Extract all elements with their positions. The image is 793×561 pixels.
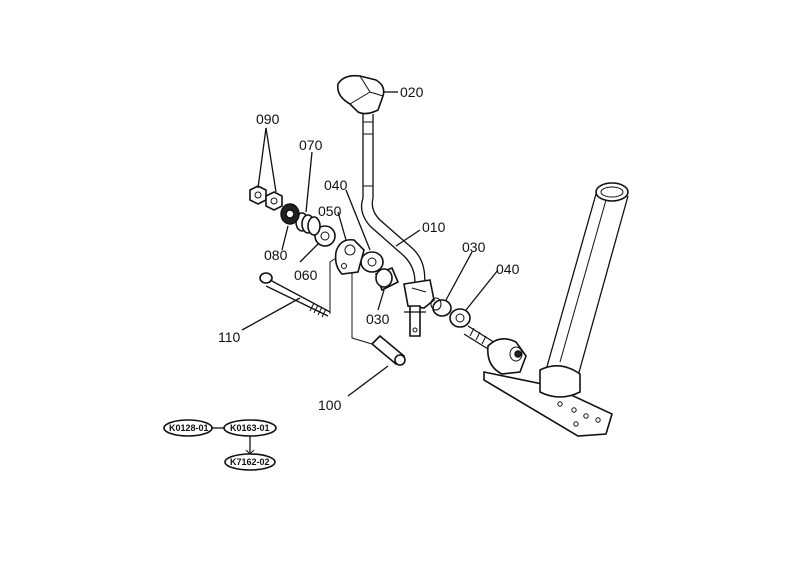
pin-100 (370, 334, 406, 366)
guide-tube (539, 182, 629, 398)
part-labels: 020 090 070 040 050 010 080 030 040 060 … (218, 84, 520, 413)
collar-030-right (430, 297, 452, 317)
ref-code-k0128: K0128-01 (169, 423, 209, 433)
washer-040-left (360, 251, 384, 273)
collar-030-left (374, 266, 400, 292)
label-050: 050 (318, 203, 342, 219)
washer-080 (280, 203, 300, 225)
spring-070 (295, 212, 321, 236)
ref-code-k0163: K0163-01 (230, 423, 270, 433)
shift-knob (336, 74, 385, 115)
label-070: 070 (299, 137, 323, 153)
bolt-110 (259, 272, 331, 318)
label-030-right: 030 (462, 239, 486, 255)
label-110: 110 (218, 329, 241, 345)
bolt-axis-line (329, 257, 337, 314)
lever-shaft (360, 114, 435, 337)
label-020: 020 (400, 84, 424, 100)
label-040-right: 040 (496, 261, 520, 277)
label-030-left: 030 (366, 311, 390, 327)
washer-040-right (449, 308, 471, 328)
label-080: 080 (264, 247, 288, 263)
label-040-left: 040 (324, 177, 348, 193)
label-010: 010 (422, 219, 446, 235)
reference-code-tree: K0128-01 K0163-01 K7162-02 (163, 419, 277, 471)
washer-060 (314, 225, 336, 247)
label-060: 060 (294, 267, 318, 283)
label-090: 090 (256, 111, 280, 127)
nuts-090 (249, 185, 283, 211)
ref-code-k7162: K7162-02 (230, 457, 270, 467)
label-100: 100 (318, 397, 342, 413)
plate-050 (334, 238, 365, 275)
pin-axis-line (351, 272, 373, 345)
leader-lines (241, 91, 499, 397)
